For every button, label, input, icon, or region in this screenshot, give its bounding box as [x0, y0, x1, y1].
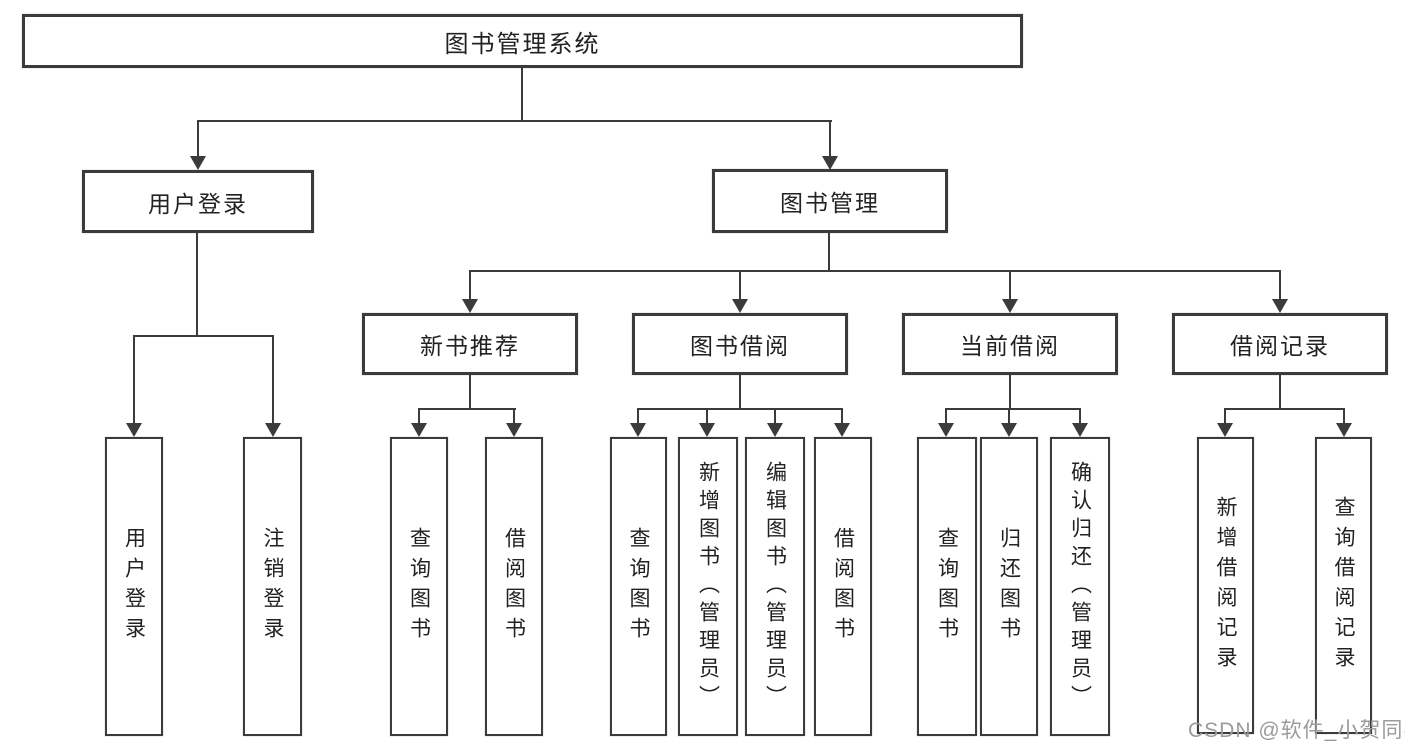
leaf-confirm-return-admin-label: 确认归还（管理员）	[1068, 460, 1092, 713]
leaf-search-books-1: 查询图书	[390, 437, 448, 736]
node-library-management-system: 图书管理系统	[22, 14, 1023, 68]
connector-current-borrowing-trunk	[1009, 375, 1011, 408]
arrow-to-book-management	[822, 156, 838, 170]
connector-new-book-trunk	[469, 375, 471, 408]
connector-new-book-branch	[418, 408, 516, 410]
arrow-to-borrowing-records	[1272, 299, 1288, 313]
arrow-to-borrow-books-1	[506, 423, 522, 437]
csdn-watermark: CSDN @软件_小贺同学	[1188, 719, 1405, 742]
leaf-search-books-1-label: 查询图书	[407, 526, 431, 647]
arrow-to-user-login	[190, 156, 206, 170]
arrow-to-search-borrow-record	[1336, 423, 1352, 437]
leaf-logout-label: 注销登录	[261, 526, 284, 647]
leaf-search-books-2: 查询图书	[610, 437, 667, 736]
connector-stub-d1	[945, 408, 947, 424]
leaf-search-books-2-label: 查询图书	[627, 526, 650, 647]
leaf-borrow-books-1: 借阅图书	[485, 437, 543, 736]
connector-records-branch	[1224, 408, 1345, 410]
leaf-edit-book-admin: 编辑图书（管理员）	[745, 437, 805, 736]
connector-stub-borrowing-records	[1279, 270, 1281, 300]
leaf-borrow-books-1-label: 借阅图书	[502, 526, 526, 647]
connector-stub-c4	[841, 408, 843, 424]
arrow-to-leaf-logout	[265, 423, 281, 437]
node-new-book-recommendation: 新书推荐	[362, 313, 578, 375]
connector-records-trunk	[1279, 375, 1281, 408]
connector-stub-leaf-user-login	[133, 335, 135, 423]
leaf-search-books-3-label: 查询图书	[935, 526, 959, 647]
node-borrowing-records: 借阅记录	[1172, 313, 1388, 375]
arrow-to-edit-book	[767, 423, 783, 437]
connector-current-borrowing-branch	[945, 408, 1081, 410]
leaf-borrow-books-2: 借阅图书	[814, 437, 872, 736]
node-book-management: 图书管理	[712, 169, 948, 233]
leaf-return-books: 归还图书	[980, 437, 1038, 736]
connector-user-login-branch	[133, 335, 274, 337]
leaf-add-book-admin: 新增图书（管理员）	[678, 437, 738, 736]
arrow-to-confirm-return	[1072, 423, 1088, 437]
arrow-to-search-books-3	[938, 423, 954, 437]
connector-stub-book-borrowing	[739, 270, 741, 300]
arrow-to-book-borrowing	[732, 299, 748, 313]
connector-book-borrowing-trunk	[739, 375, 741, 408]
leaf-edit-book-admin-label: 编辑图书（管理员）	[763, 460, 787, 713]
connector-stub-current-borrowing	[1009, 270, 1011, 300]
leaf-search-books-3: 查询图书	[917, 437, 977, 736]
connector-stub-b1	[418, 408, 420, 424]
connector-stub-d3	[1079, 408, 1081, 424]
arrow-to-borrow-books-2	[834, 423, 850, 437]
connector-stub-user-login	[197, 120, 199, 158]
connector-stub-d2	[1008, 408, 1010, 424]
leaf-user-login-label: 用户登录	[122, 526, 146, 647]
connector-book-borrowing-branch	[637, 408, 843, 410]
leaf-logout: 注销登录	[243, 437, 302, 736]
connector-user-login-trunk	[196, 233, 198, 335]
arrow-to-new-book-recommendation	[462, 299, 478, 313]
connector-stub-book-management	[829, 120, 831, 158]
node-book-borrowing: 图书借阅	[632, 313, 848, 375]
leaf-confirm-return-admin: 确认归还（管理员）	[1050, 437, 1110, 736]
connector-root-trunk	[521, 68, 523, 120]
connector-root-branch	[197, 120, 832, 122]
connector-stub-e2	[1343, 408, 1345, 424]
connector-stub-leaf-logout	[272, 335, 274, 423]
connector-book-mgmt-branch	[469, 270, 1281, 272]
leaf-add-borrow-record-label: 新增借阅记录	[1214, 495, 1237, 676]
arrow-to-search-books-2	[630, 423, 646, 437]
leaf-search-borrow-record-label: 查询借阅记录	[1332, 495, 1355, 676]
leaf-return-books-label: 归还图书	[997, 526, 1021, 647]
arrow-to-add-borrow-record	[1217, 423, 1233, 437]
connector-stub-b2	[513, 408, 515, 424]
arrow-to-current-borrowing	[1002, 299, 1018, 313]
connector-book-mgmt-trunk	[828, 233, 830, 270]
arrow-to-leaf-user-login	[126, 423, 142, 437]
arrow-to-return-books	[1001, 423, 1017, 437]
leaf-borrow-books-2-label: 借阅图书	[831, 526, 855, 647]
node-user-login: 用户登录	[82, 170, 314, 233]
connector-stub-new-book	[469, 270, 471, 300]
arrow-to-add-book	[699, 423, 715, 437]
connector-stub-c2	[706, 408, 708, 424]
connector-stub-c3	[774, 408, 776, 424]
leaf-add-book-admin-label: 新增图书（管理员）	[696, 460, 720, 713]
leaf-add-borrow-record: 新增借阅记录	[1197, 437, 1254, 734]
connector-stub-e1	[1224, 408, 1226, 424]
connector-stub-c1	[637, 408, 639, 424]
arrow-to-search-books-1	[411, 423, 427, 437]
node-current-borrowing: 当前借阅	[902, 313, 1118, 375]
leaf-user-login: 用户登录	[105, 437, 163, 736]
leaf-search-borrow-record: 查询借阅记录	[1315, 437, 1372, 734]
